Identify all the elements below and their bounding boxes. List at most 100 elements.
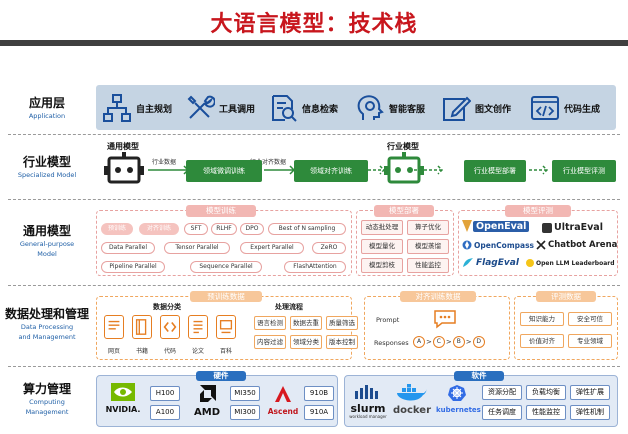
deploy-head: 模型部署 [374, 205, 434, 217]
process-flow-head: 处理流程 [275, 303, 303, 311]
response-a: A [413, 336, 425, 348]
hardware-head: 硬件 [196, 371, 246, 381]
kubernetes-wheel-icon [448, 385, 466, 401]
chip-dynamic-batch: 动态批处理 [361, 220, 403, 235]
app-item-tools: 工具调用 [185, 91, 255, 125]
application-panel [96, 85, 616, 130]
chip-sequence-parallel: Sequence Parallel [190, 261, 262, 273]
chip-dedup: 数据去重 [290, 316, 322, 330]
nvidia-eye-icon [111, 383, 135, 401]
response-ranking: A > C > B > D [413, 336, 485, 348]
chip-quality-filter: 质量筛选 [326, 316, 358, 330]
chip-a100: A100 [150, 405, 180, 420]
step-evaluate: 行业模型评测 [552, 160, 616, 182]
eval-data-panel [514, 296, 618, 360]
kubernetes-logo: kubernetes [436, 384, 481, 414]
app-item-creation: 图文创作 [441, 91, 511, 125]
nvidia-logo: NVIDIA. [102, 383, 144, 414]
webpage-icon [104, 315, 124, 339]
chip-resource-alloc: 资源分配 [482, 385, 522, 400]
data-cat-papers: 论文 [187, 315, 209, 355]
logo-chatbot-arena: Chatbot Arena [536, 240, 617, 250]
align-data-head: 对齐训练数据 [400, 291, 476, 302]
chip-h100: H100 [150, 386, 180, 401]
tools-icon [187, 95, 215, 119]
chip-mi300: MI300 [230, 405, 260, 420]
responses-label: Responses [374, 339, 409, 347]
flow-label-data: 行业数据 [152, 159, 177, 166]
chip-elastic-scale: 弹性扩展 [570, 385, 610, 400]
logo-flageval: FlagEval [462, 257, 519, 268]
chip-expert-parallel: Expert Parallel [240, 242, 304, 254]
layer-label-general: 通用模型 General-purpose Model [19, 224, 75, 258]
document-search-icon [272, 95, 297, 122]
app-item-retrieval: 信息检索 [268, 91, 338, 125]
chip-zero: ZeRO [312, 242, 346, 254]
amd-logo: AMD [190, 385, 224, 418]
app-label: 信息检索 [302, 104, 339, 115]
app-item-customer-service: 智能客服 [355, 91, 425, 125]
chip-dpo: DPO [240, 223, 264, 235]
chip-elastic-mechanism: 弹性机制 [570, 405, 610, 420]
step-domain-align: 领域对齐训练 [294, 160, 368, 182]
robot-icon-green [384, 152, 424, 184]
openeval-icon [462, 220, 472, 232]
chip-perf-monitor: 性能监控 [407, 258, 449, 273]
logo-opencompass: OpenCompass [462, 240, 534, 250]
app-label: 工具调用 [219, 104, 256, 115]
chip-task-schedule: 任务调度 [482, 405, 522, 420]
slurm-bars-icon [355, 385, 378, 399]
chip-content-filter: 内容过滤 [254, 335, 286, 349]
step-domain-finetune: 领域微调训练 [186, 160, 262, 182]
ultraeval-icon [542, 222, 552, 233]
chip-value-align: 价值对齐 [520, 334, 564, 348]
flowchart-icon [103, 94, 131, 122]
divider [8, 199, 620, 200]
head-service-icon [357, 95, 384, 120]
eval-head: 模型评测 [505, 205, 571, 217]
logo-ultraeval: UltraEval [542, 222, 603, 233]
hug-icon [526, 259, 534, 267]
slurm-logo: slurm workload manager [348, 384, 388, 419]
chip-lang-detect: 语言检测 [254, 316, 286, 330]
chip-safety: 安全可信 [568, 312, 612, 326]
eval-data-head: 评测数据 [536, 291, 596, 302]
step-deploy: 行业模型部署 [464, 160, 526, 182]
pretrain-data-head: 预训练数据 [190, 291, 262, 302]
page-title: 大语言模型：技术栈 [210, 12, 418, 37]
layer-label-specialized: 行业模型 Specialized Model [17, 155, 77, 179]
flow-label-align-data: 行业对齐数据 [250, 159, 287, 166]
encyclopedia-icon [216, 315, 236, 339]
data-cat-web: 网页 [103, 315, 125, 355]
layer-label-compute: 算力管理 Computing Management [22, 382, 71, 416]
data-cat-books: 书籍 [131, 315, 153, 355]
pencil-edit-icon [443, 96, 471, 121]
paper-icon [188, 315, 208, 339]
chip-perf-monitor: 性能监控 [526, 405, 566, 420]
chip-pruning: 模型剪枝 [361, 258, 403, 273]
chip-mi350: MI350 [230, 386, 260, 401]
chip-data-parallel: Data Parallel [101, 242, 155, 254]
divider [8, 285, 620, 286]
training-head: 模型训练 [186, 205, 256, 217]
chip-tensor-parallel: Tensor Parallel [164, 242, 230, 254]
chip-version-control: 版本控制 [326, 335, 358, 349]
divider [8, 134, 620, 135]
chip-domain: 专业领域 [568, 334, 612, 348]
chip-distillation: 模型蒸馏 [407, 239, 449, 254]
response-b: B [452, 336, 465, 348]
data-cat-code: 代码 [159, 315, 181, 355]
chip-quantization: 模型量化 [361, 239, 403, 254]
data-cat-encyclopedia: 百科 [215, 315, 237, 355]
chip-load-balance: 负载均衡 [526, 385, 566, 400]
prompt-label: Prompt [376, 316, 400, 324]
hardware-panel [96, 375, 338, 427]
chip-flashattention: FlashAttention [284, 261, 346, 273]
title-underline-bar [0, 40, 628, 46]
response-d: D [472, 336, 485, 348]
chip-910b: 910B [304, 386, 334, 401]
docker-whale-icon [397, 384, 427, 401]
response-c: C [432, 336, 445, 348]
layer-label-data: 数据处理和管理 Data Processing and Management [4, 307, 89, 341]
chip-best-of-n: Best of N sampling [268, 223, 346, 235]
